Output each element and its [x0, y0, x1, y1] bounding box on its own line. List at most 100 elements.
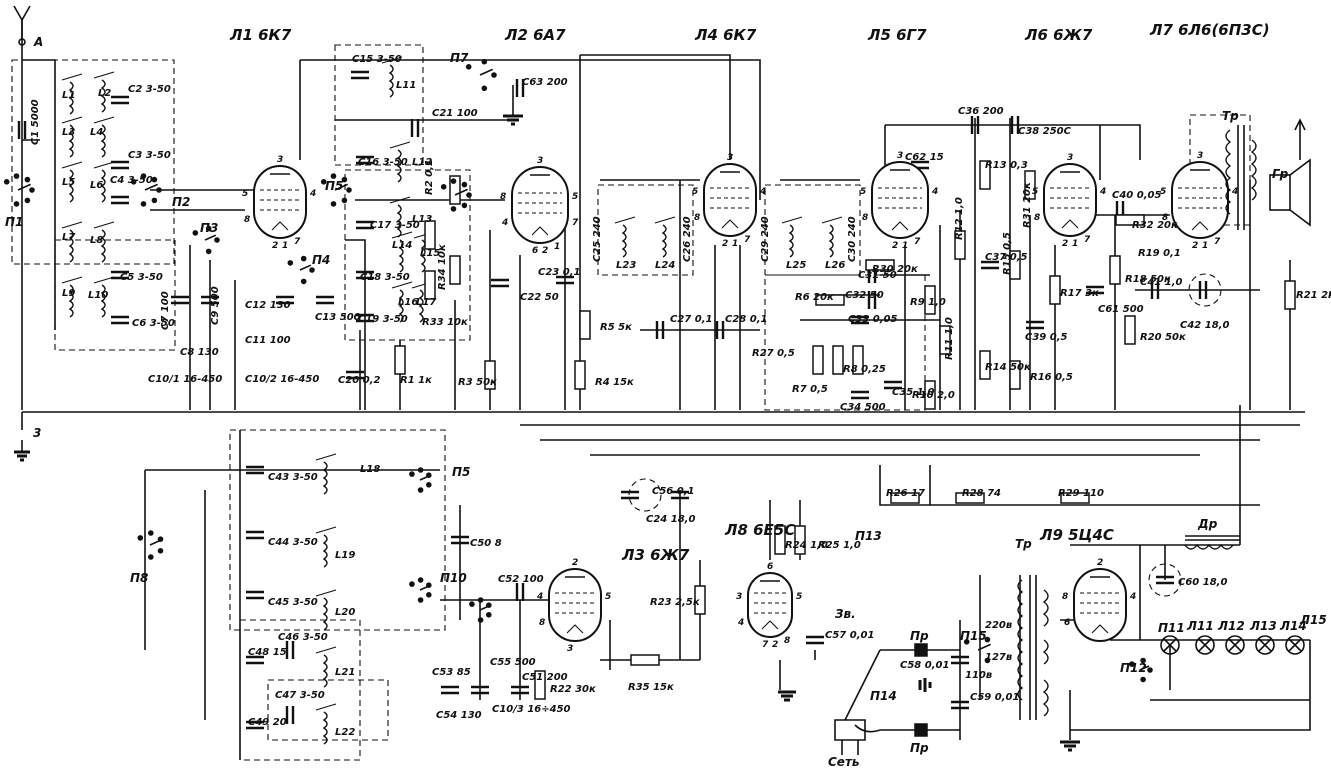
label-l10: L10 — [88, 290, 108, 301]
label-c63: С63 200 — [522, 77, 568, 88]
label-r13: R13 0,3 — [985, 160, 1028, 171]
label-c6: С6 3-50 — [132, 318, 175, 329]
label-r32: R32 20к — [1132, 220, 1178, 231]
label-c40: С40 0,05 — [1112, 190, 1161, 201]
label-r11: R11 1,0 — [944, 317, 955, 360]
label-c30: С30 240 — [847, 216, 858, 262]
label-c11: С11 100 — [245, 335, 291, 346]
tube-pin-label: 6 — [767, 562, 773, 572]
label-p3: П3 — [200, 221, 218, 235]
label-l8: L8 — [90, 235, 103, 246]
label-r5: R5 5к — [600, 322, 632, 333]
label-l23: L23 — [616, 260, 636, 271]
tube-title-l8: Л8 6Е5С — [724, 521, 795, 539]
tube-pin-label: 8 — [1034, 213, 1040, 223]
label-r18: R18 50к — [1125, 274, 1171, 285]
label-p5: П5 — [325, 179, 343, 193]
tube-pin-label: 8 — [1162, 213, 1168, 223]
label-c45: С45 3-50 — [268, 597, 318, 608]
tube-title-l5: Л5 6Г7 — [867, 26, 927, 44]
tube-pin-label: 3 — [727, 153, 733, 163]
tube-pin-label: 1 — [1072, 239, 1078, 249]
label-c28: С28 0,1 — [725, 314, 767, 325]
label-r22: R22 30к — [550, 684, 596, 695]
tube-pin-label: 3 — [736, 592, 742, 602]
tube-pin-label: 7 — [1214, 237, 1221, 247]
label-l14c: L14 — [392, 240, 412, 251]
label-gr: Гр — [1272, 167, 1289, 181]
label-c21: С21 100 — [432, 108, 478, 119]
label-l19: L19 — [335, 550, 355, 561]
label-c47: С47 3-50 — [275, 690, 325, 701]
label-c23: С23 0,1 — [538, 267, 580, 278]
label-v110: 110в — [965, 670, 992, 681]
tube-title-l4: Л4 6К7 — [694, 26, 757, 44]
label-c35: С35 1,0 — [892, 387, 934, 398]
label-c19: С19 3-50 — [358, 314, 408, 325]
label-c25: С25 240 — [592, 216, 603, 262]
label-l17: L17 — [416, 297, 436, 308]
label-c29: С29 240 — [760, 216, 771, 262]
label-p10: П10 — [440, 571, 467, 585]
label-tr1: Тр — [1222, 109, 1239, 123]
label-l5: L5 — [62, 177, 75, 188]
label-c13: С13 500 — [315, 312, 361, 323]
tube-pin-label: 2 — [572, 558, 578, 568]
label-r30: R30 20к — [872, 264, 918, 275]
label-l12: Л12 — [1217, 619, 1245, 633]
tube-pin-label: 7 — [1084, 235, 1091, 245]
tube-pin-label: 2 — [892, 241, 898, 251]
label-p13: П13 — [855, 529, 882, 543]
tube-title-l9: Л9 5Ц4С — [1039, 526, 1114, 544]
wiring — [21, 20, 1311, 760]
label-r7: R7 0,5 — [792, 384, 828, 395]
tube-pin-label: 2 — [722, 239, 728, 249]
label-c24: С24 18,0 — [646, 514, 695, 525]
label-pr2: Пр — [910, 741, 929, 755]
tube-pin-label: 3 — [567, 644, 573, 654]
tube-pin-label: 6 — [532, 246, 538, 256]
tube-title-l3: Л3 6Ж7 — [621, 546, 690, 564]
tube-pin-label: 8 — [862, 213, 868, 223]
label-l9: L9 — [62, 288, 75, 299]
label-l14: Л14 — [1279, 619, 1307, 633]
tube-title-l7: Л7 6Л6(6П3С) — [1149, 21, 1270, 39]
label-l24: L24 — [655, 260, 675, 271]
label-l2: L2 — [98, 88, 111, 99]
label-pr1: Пр — [910, 629, 929, 643]
label-l15: Л15 — [1299, 613, 1327, 627]
label-ground: 3 — [33, 426, 41, 440]
tube-pin-label: 7 — [762, 640, 769, 650]
tube-pin-label: 1 — [732, 239, 738, 249]
label-c7: С7 100 — [160, 291, 171, 330]
tube-pin-label: 3 — [897, 151, 903, 161]
tube-title-l6: Л6 6Ж7 — [1024, 26, 1093, 44]
label-r26: R26 17 — [886, 488, 925, 499]
tube-pin-label: 3 — [277, 155, 283, 165]
label-r1: R1 1к — [400, 375, 432, 386]
tube-pin-label: 4 — [931, 187, 938, 197]
label-c59: С59 0,01 — [970, 692, 1019, 703]
label-r17: R17 3к — [1060, 288, 1099, 299]
tube-pin-label: 8 — [539, 618, 545, 628]
label-c54: С54 130 — [436, 710, 482, 721]
tube-pin-label: 4 — [1099, 187, 1106, 197]
tube-titles: Л1 6К7 Л2 6А7 Л4 6К7 Л5 6Г7 Л6 6Ж7 Л7 6Л… — [229, 21, 1270, 564]
label-p1: П1 — [5, 215, 23, 229]
label-r35: R35 15к — [628, 682, 674, 693]
label-r23: R23 2,5к — [650, 597, 700, 608]
tube-pin-label: 8 — [694, 213, 700, 223]
label-r34: R34 10к — [437, 244, 448, 290]
label-r4: R4 15к — [595, 377, 634, 388]
label-r10: R10 2,0 — [912, 390, 955, 401]
label-r29: R29 110 — [1058, 488, 1104, 499]
tube-pin-label: 5 — [692, 187, 698, 197]
tube-pin-label: 1 — [1202, 241, 1208, 251]
label-l15c: L15 — [420, 248, 440, 259]
